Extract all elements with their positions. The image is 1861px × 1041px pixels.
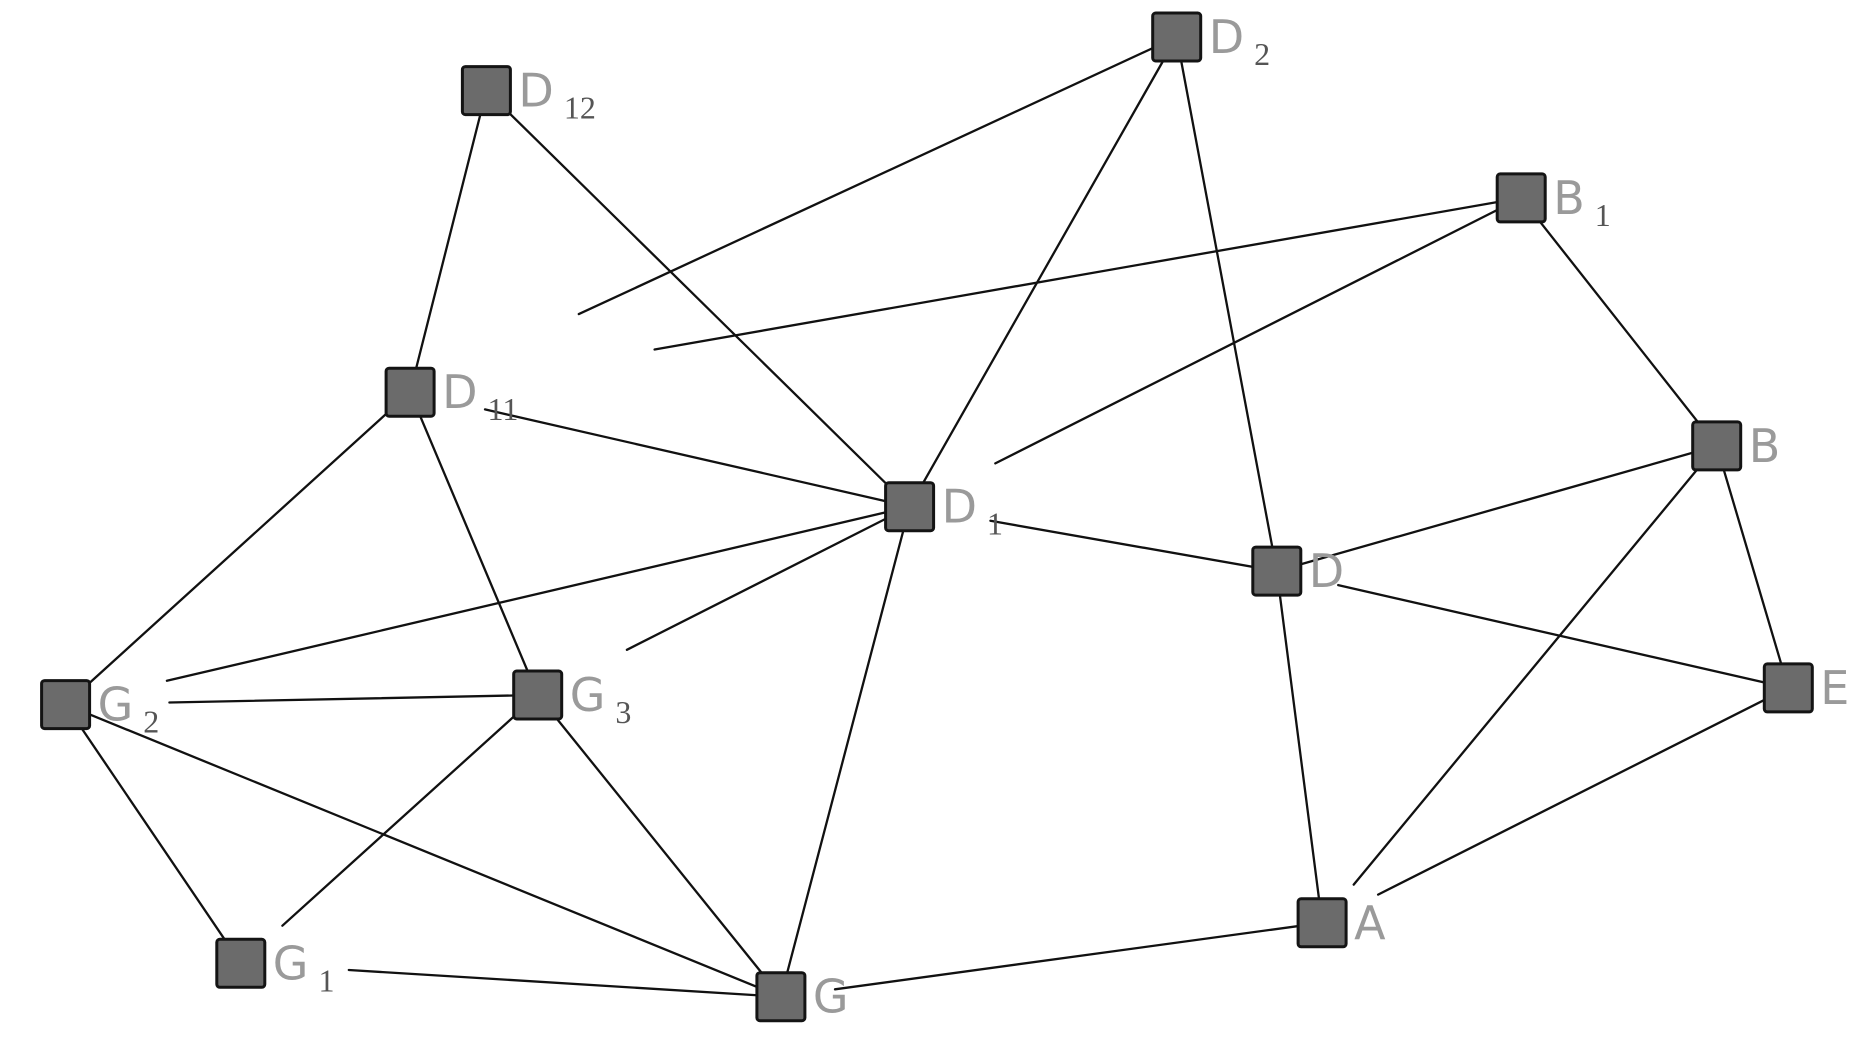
node-label-subscript: 12: [564, 90, 596, 126]
node-label-letter: D: [442, 365, 477, 419]
edge-g3-g: [536, 693, 783, 998]
node-g2: [40, 679, 92, 731]
node-label-letter: A: [1354, 896, 1386, 950]
edge-d-e: [1337, 583, 1790, 690]
node-label-d11: D 11: [442, 365, 518, 427]
node-b1: [1495, 172, 1547, 224]
node-g1: [215, 937, 267, 989]
edge-b1-d11: [653, 196, 1523, 351]
edge-g2-g1: [64, 703, 242, 965]
node-d: [1251, 545, 1303, 597]
edge-d2-d11: [577, 35, 1178, 316]
node-label-letter: E: [1820, 661, 1849, 715]
edges-layer: [64, 35, 1790, 998]
edge-g1-g: [347, 968, 783, 998]
node-label-subscript: 1: [1595, 197, 1611, 233]
node-label-letter: G: [98, 678, 134, 732]
edge-b1-d1: [994, 196, 1523, 465]
node-label-letter: D: [518, 64, 553, 118]
node-label-subscript: 3: [615, 694, 631, 730]
nodes-layer: [40, 11, 1814, 1023]
node-label-letter: G: [570, 668, 606, 722]
node-label-letter: D: [1309, 544, 1344, 598]
edge-b-a: [1352, 444, 1718, 886]
node-label-subscript: 1: [987, 506, 1003, 542]
node-label-letter: G: [273, 936, 309, 990]
node-label-subscript: 1: [318, 962, 334, 998]
node-a: [1296, 897, 1348, 949]
edge-d1-g: [779, 505, 911, 998]
node-label-letter: D: [942, 480, 977, 534]
node-label-letter: B: [1749, 419, 1781, 473]
edge-g3-g1: [281, 693, 539, 927]
edge-d1-g2: [165, 505, 911, 682]
node-d1: [884, 481, 936, 533]
edge-e-a: [1376, 686, 1790, 896]
edge-d1-g3: [625, 505, 911, 651]
node-label-subscript: 2: [1254, 36, 1270, 72]
node-label-letter: G: [813, 970, 849, 1024]
edge-b1-b: [1520, 196, 1718, 448]
node-d2: [1151, 11, 1203, 63]
node-d12: [460, 65, 512, 117]
edge-b-d: [1275, 444, 1718, 573]
node-label-subscript: 11: [488, 391, 519, 427]
edge-d1-d: [989, 519, 1278, 573]
node-g: [755, 971, 807, 1023]
node-e: [1762, 662, 1814, 714]
node-label-subscript: 2: [143, 704, 159, 740]
node-d11: [384, 366, 436, 418]
node-label-b: B: [1749, 419, 1781, 473]
node-label-e: E: [1820, 661, 1849, 715]
node-label-letter: D: [1209, 10, 1244, 64]
edge-d12-d11: [408, 89, 488, 394]
edge-g2-g: [64, 703, 783, 998]
node-label-a: A: [1354, 896, 1386, 950]
node-label-d: D: [1309, 544, 1344, 598]
node-g3: [512, 669, 564, 721]
node-label-letter: B: [1553, 171, 1585, 225]
node-b: [1691, 420, 1743, 472]
node-label-d12: D 12: [518, 64, 595, 126]
edge-d11-g3: [408, 391, 539, 697]
edge-d11-d1: [483, 408, 911, 508]
node-label-g: G: [813, 970, 849, 1024]
edge-d2-d1: [908, 35, 1178, 508]
edge-g2-g3: [168, 693, 539, 704]
edge-d11-g2: [64, 391, 412, 706]
edge-g-a: [833, 921, 1324, 991]
edge-d2-d: [1175, 35, 1278, 573]
edge-d-a: [1275, 569, 1324, 924]
edge-d12-d1: [485, 89, 911, 508]
edge-b-e: [1715, 444, 1790, 690]
